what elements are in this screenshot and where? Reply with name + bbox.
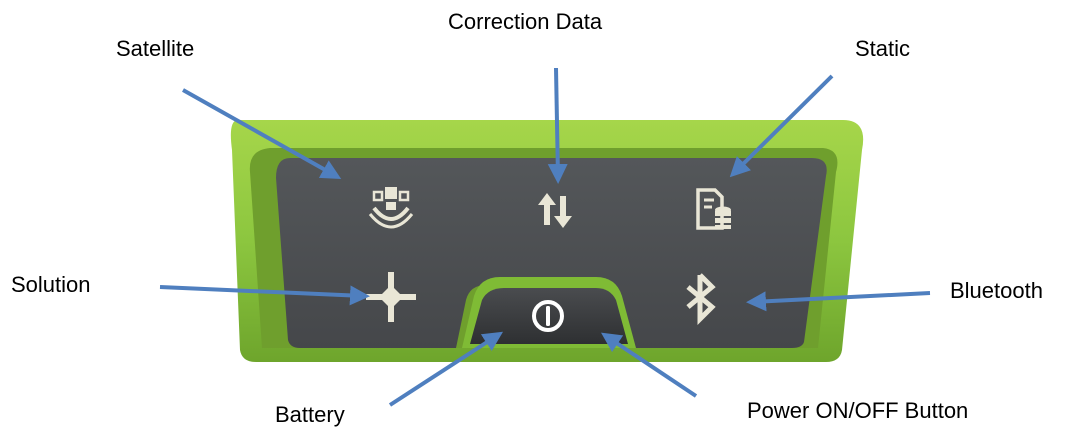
battery-label: Battery <box>275 402 345 427</box>
satellite-label: Satellite <box>116 36 195 61</box>
static-icon <box>696 188 731 230</box>
solution-icon <box>366 272 416 322</box>
bluetooth-arrow <box>746 291 931 312</box>
solution-arrow <box>159 285 370 306</box>
control-panel <box>276 158 827 348</box>
power-button-arrow <box>601 332 698 398</box>
solution-label: Solution <box>11 272 91 297</box>
satellite-arrow <box>182 88 342 179</box>
power-icon <box>532 300 564 332</box>
callout-arrows <box>159 67 931 407</box>
correction-data-arrow <box>547 67 568 184</box>
satellite-icon <box>368 187 414 229</box>
power-button-label: Power ON/OFF Button <box>747 398 969 423</box>
static-label: Static <box>855 36 911 61</box>
correction-data-label: Correction Data <box>448 9 603 34</box>
correction-data-icon <box>538 193 572 228</box>
bluetooth-label: Bluetooth <box>950 278 1043 303</box>
battery-arrow <box>388 331 504 407</box>
bluetooth-icon <box>686 273 716 326</box>
static-arrow <box>729 74 834 178</box>
